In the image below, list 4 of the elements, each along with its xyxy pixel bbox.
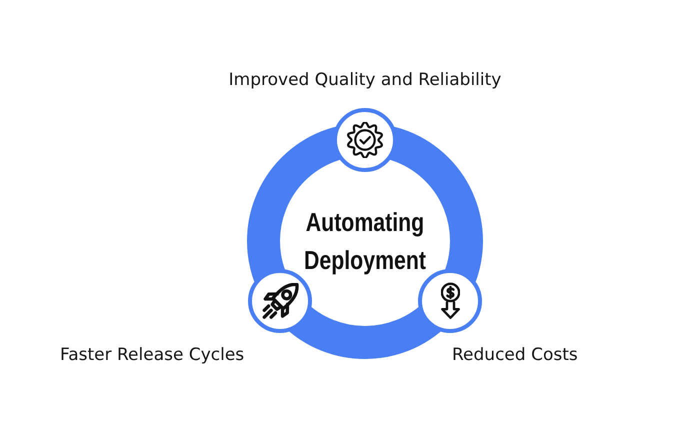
hub-title: Automating Deployment xyxy=(302,206,428,277)
benefit-label: Faster Release Cycles xyxy=(60,344,244,367)
benefit-label: Reduced Costs xyxy=(452,344,578,367)
benefit-label: Improved Quality and Reliability xyxy=(228,69,502,92)
